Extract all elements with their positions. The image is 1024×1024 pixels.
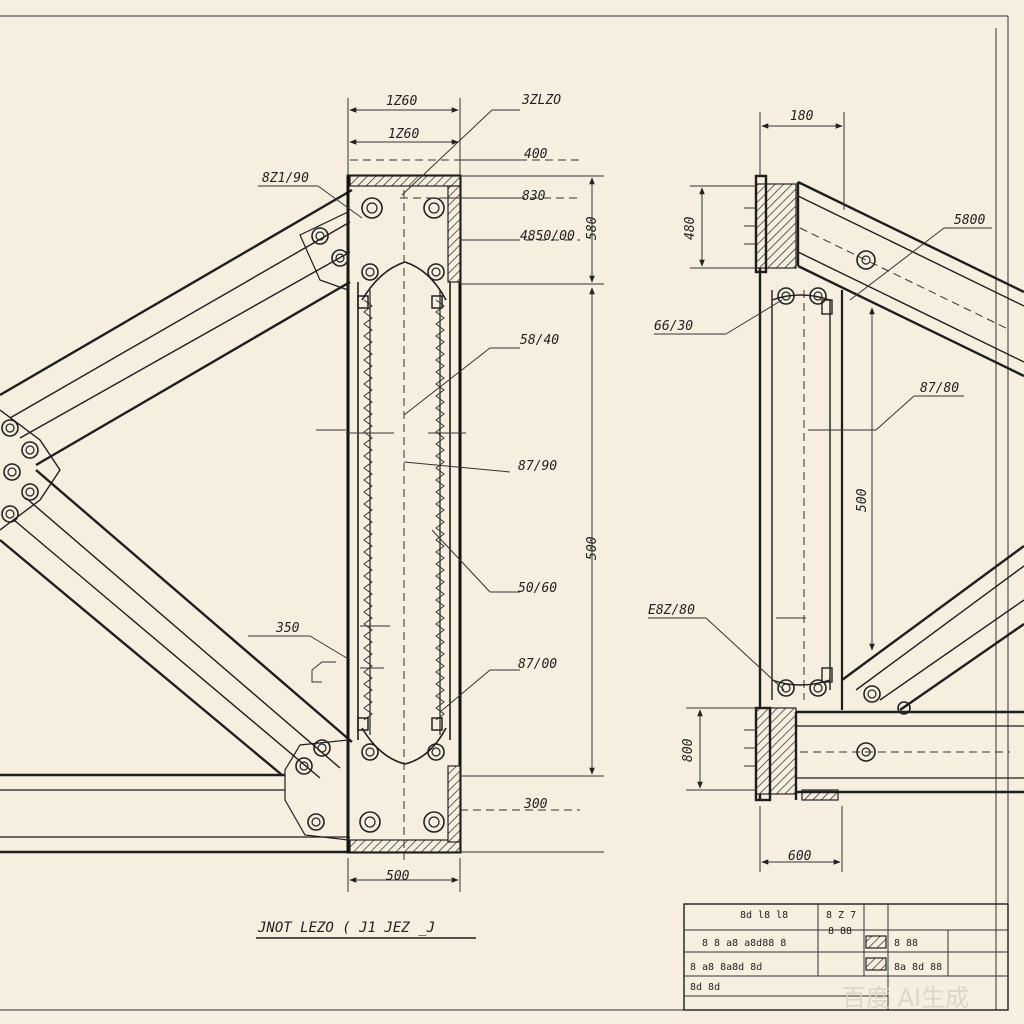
dim-bottom-width: 500 xyxy=(386,869,410,884)
left-leaders xyxy=(248,109,520,713)
callout-e8280: E8Z/80 xyxy=(648,603,695,618)
tb-r3c1: 8 a8 8a8d 8d xyxy=(690,962,762,973)
bottom-chord xyxy=(0,773,350,854)
tb-r1c2: 8 Z 7 xyxy=(826,910,856,921)
dim-right-mid-height: 500 xyxy=(855,488,870,512)
left-elevation-view: 1Z60 1Z60 580 500 500 3ZLZO 400 830 4850… xyxy=(0,93,604,892)
upper-diagonal-brace xyxy=(0,188,353,467)
dim-right-top-width: 180 xyxy=(790,109,814,124)
callout-5800: 5800 xyxy=(954,213,985,228)
bolt-group-column-top xyxy=(361,197,445,281)
callout-350: 350 xyxy=(275,621,300,636)
dim-right-bottom-height: 800 xyxy=(681,738,696,762)
tb-r2c1: 8 8 a8 a8d88 8 xyxy=(702,938,786,949)
title-block: 8d l8 l8 8 Z 7 8 88 8 8 a8 a8d88 8 8 88 … xyxy=(683,903,1009,1011)
tb-r1c3: 8 88 xyxy=(828,926,852,937)
callout-8700: 87/00 xyxy=(518,657,557,672)
drawing-title-block: JNOT LEZO ( J1 JEZ _J xyxy=(256,920,476,939)
apex-gusset-plate xyxy=(0,409,61,531)
callout-8780: 87/80 xyxy=(920,381,959,396)
bolt-group-lower-node xyxy=(284,739,349,841)
bolt-group-column-bottom xyxy=(359,743,445,833)
bolt-group-right-column xyxy=(777,287,827,697)
dim-top-outer: 1Z60 xyxy=(386,94,417,109)
dim-right-bottom-width: 600 xyxy=(788,849,812,864)
lower-diagonal-brace xyxy=(0,469,353,779)
right-column xyxy=(744,174,844,802)
right-lower-diagonal xyxy=(841,545,1024,715)
sheet-border xyxy=(0,15,1009,1011)
drawing-title: JNOT LEZO ( J1 JEZ _J xyxy=(257,920,435,936)
dim-overall-height: 500 xyxy=(585,536,600,560)
callout-4850: 4850/00 xyxy=(520,229,575,244)
tb-r1c1: 8d l8 l8 xyxy=(740,910,788,921)
right-bottom-beam xyxy=(794,710,1024,800)
callout-top-right: 3ZLZO xyxy=(521,93,561,108)
right-upper-diagonal xyxy=(796,180,1024,378)
dim-right-height: 580 xyxy=(585,216,600,240)
right-section-view: 180 480 500 800 600 5800 66/30 87/80 E8Z… xyxy=(648,109,1024,872)
bolt-group-upper-brace xyxy=(299,211,349,291)
callout-upper-left: 8Z1/90 xyxy=(262,171,309,186)
left-top-dimensions xyxy=(347,98,604,892)
right-leaders xyxy=(648,227,992,691)
tb-r2c3: 8 88 xyxy=(894,938,918,949)
callout-5840: 58/40 xyxy=(520,333,559,348)
callout-300: 300 xyxy=(523,797,548,812)
main-column xyxy=(316,174,466,860)
callout-6630: 66/30 xyxy=(654,319,693,334)
right-dimensions xyxy=(686,112,875,872)
bolt-group-apex xyxy=(1,419,39,523)
callout-8790: 87/90 xyxy=(518,459,557,474)
dim-right-flange-height: 480 xyxy=(683,216,698,240)
callout-5060: 50/60 xyxy=(518,581,557,596)
tb-r3c3: 8a 8d 88 xyxy=(894,962,942,973)
callout-400: 400 xyxy=(524,147,548,162)
watermark: 百度 AI生成 xyxy=(842,984,969,1012)
callout-830: 830 xyxy=(522,189,546,204)
dim-top-inner: 1Z60 xyxy=(388,127,419,142)
tb-r4c1: 8d 8d xyxy=(690,982,720,993)
